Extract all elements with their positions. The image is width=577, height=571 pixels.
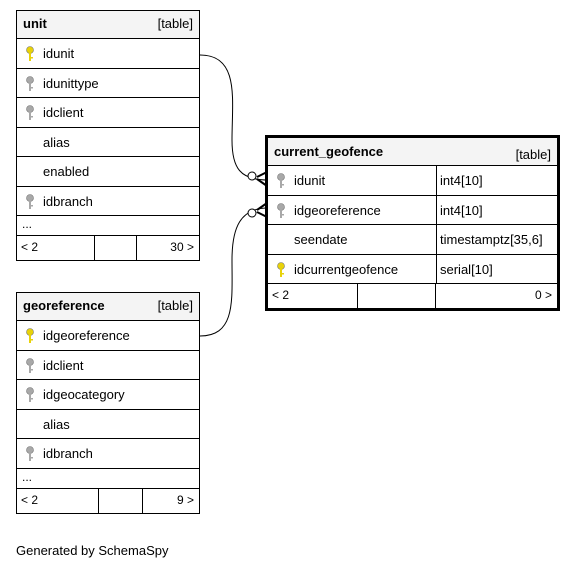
table-footer: < 2 9 > [17,488,199,513]
column-type: serial[10] [440,261,493,277]
table-name: georeference [23,298,105,313]
column-row[interactable]: idbranch [17,439,199,469]
foreign-key-icon [25,446,35,462]
column-type-cell: timestamptz[35,6] [436,225,561,254]
primary-key-icon [276,261,286,278]
parent-count: < 2 [21,240,39,254]
table-header: current_geofence [table] [268,138,557,166]
column-row[interactable]: idcurrentgeofence serial[10] [268,254,557,284]
primary-key-icon [25,46,35,62]
more-columns: ... [17,216,199,236]
column-name: idcurrentgeofence [294,261,399,277]
column-name: idgeocategory [43,387,125,402]
column-list: idunit int4[10] idgeoreference int4[10] seen… [268,166,557,284]
foreign-key-icon [25,357,35,374]
column-row[interactable]: alias [17,410,199,439]
table-unit[interactable]: unit [table] idunit idunittype idclient ali… [16,10,200,261]
column-list: idunit idunittype idclient alias enabled idbr… [17,39,199,216]
foreign-key-icon [25,193,35,210]
child-count: 30 > [170,240,194,254]
column-name: idgeoreference [294,202,381,218]
column-type-cell: int4[10] [436,195,561,224]
column-name: idbranch [43,193,93,209]
foreign-key-icon [25,75,35,92]
foreign-key-icon [25,387,35,403]
foreign-key-icon [276,202,286,219]
table-name: unit [23,16,47,31]
foreign-key-icon [276,173,286,189]
column-row[interactable]: idbranch [17,187,199,216]
column-name: idunittype [43,75,99,91]
column-type-cell: int4[10] [436,166,561,195]
column-name: alias [43,416,70,432]
column-name: idunit [294,173,326,188]
table-footer: < 2 0 > [268,284,557,308]
table-footer: < 2 30 > [17,236,199,260]
parent-count: < 2 [21,492,39,507]
column-type: timestamptz[35,6] [440,232,543,247]
primary-key-icon [25,328,35,344]
column-row[interactable]: idclient [17,98,199,128]
column-row[interactable]: idgeoreference int4[10] [268,195,557,225]
column-name: enabled [43,164,90,179]
table-header: georeference [table] [17,293,199,321]
column-name: idgeoreference [43,328,130,343]
column-row[interactable]: idunit int4[10] [268,166,557,196]
column-row[interactable]: seendate timestamptz[35,6] [268,225,557,255]
column-row[interactable]: idgeoreference [17,321,199,351]
table-kind: [table] [157,298,193,313]
table-georeference[interactable]: georeference [table] idgeoreference idcli… [16,292,200,514]
table-name: current_geofence [274,144,384,159]
column-type-cell: serial[10] [436,254,561,283]
column-row[interactable]: idunit [17,39,199,69]
link-end-circle [247,208,257,218]
link-georeference-to-current-geofence [199,207,269,337]
table-kind: [table] [515,147,551,162]
link-unit-to-current-geofence [199,54,269,181]
column-type: int4[10] [440,173,483,188]
column-name: seendate [294,232,348,247]
column-name: idclient [43,357,84,373]
column-name: alias [43,134,70,150]
column-row[interactable]: idunittype [17,69,199,98]
foreign-key-icon [25,105,35,121]
link-end-circle [247,171,257,181]
column-name: idunit [43,46,75,61]
column-row[interactable]: enabled [17,157,199,187]
child-count: 9 > [176,492,194,507]
column-type: int4[10] [440,202,483,218]
column-name: idbranch [43,446,93,461]
column-row[interactable]: idclient [17,351,199,380]
parent-count: < 2 [272,288,290,302]
table-kind: [table] [157,16,193,31]
column-list: idgeoreference idclient idgeocategory alias… [17,321,199,469]
column-name: idclient [43,105,84,120]
generator-credit: Generated by SchemaSpy [16,543,169,558]
more-columns: ... [17,469,199,489]
column-row[interactable]: idgeocategory [17,380,199,410]
column-row[interactable]: alias [17,128,199,157]
child-count: 0 > [534,288,552,302]
table-header: unit [table] [17,11,199,39]
